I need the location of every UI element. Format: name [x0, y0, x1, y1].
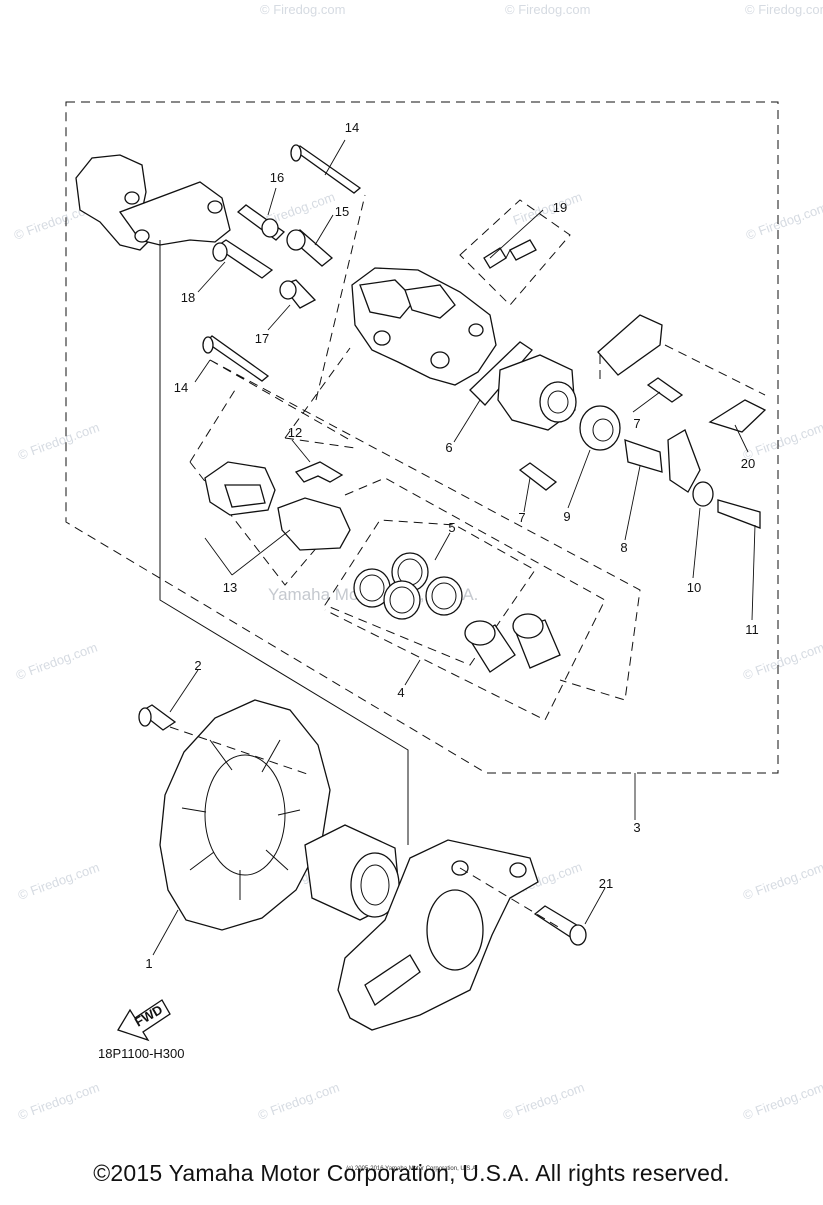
caliper-pin-16-part — [236, 204, 286, 241]
callout-7-lower: 7 — [518, 510, 525, 525]
watermark: © Firedog.com — [16, 1079, 101, 1122]
callout-19: 19 — [553, 200, 567, 215]
tiny-copyright-notice: (c) 2005-2016 Yamaha Motor Corporation, … — [346, 1166, 478, 1172]
bleed-screw-part — [483, 239, 537, 269]
spring-part — [624, 439, 663, 473]
piston-seal-part — [353, 552, 463, 620]
watermark: © Firedog.com — [14, 639, 99, 682]
caliper-support-part — [337, 839, 539, 1031]
watermark: © Firedog.com — [745, 2, 823, 17]
leader-lines — [152, 139, 756, 956]
callout-18: 18 — [181, 290, 195, 305]
watermark: © Firedog.com — [741, 1079, 823, 1122]
watermark: © Firedog.com — [16, 859, 101, 902]
callout-15: 15 — [335, 204, 349, 219]
stay-link-boundary — [599, 344, 766, 396]
callout-12: 12 — [288, 425, 302, 440]
bolt-11-part — [717, 499, 761, 529]
bolt-21-guide — [459, 867, 561, 929]
callout-4: 4 — [397, 685, 404, 700]
bolt-21-head — [569, 924, 587, 946]
callout-5: 5 — [448, 520, 455, 535]
watermark: © Firedog.com — [16, 419, 101, 462]
callout-10: 10 — [687, 580, 701, 595]
piston-part — [464, 613, 561, 673]
stay-plate-part — [597, 314, 663, 376]
caliper-pin-18-part — [212, 239, 274, 279]
pin-part-upper — [290, 144, 362, 194]
callout-3: 3 — [633, 820, 640, 835]
piston-group-boundary — [324, 477, 606, 721]
callout-14-lower: 14 — [174, 380, 188, 395]
caliper-pin-15-part — [286, 229, 334, 267]
callout-21: 21 — [599, 876, 613, 891]
bleed-screw-boundary — [459, 199, 571, 306]
callout-13: 13 — [223, 580, 237, 595]
watermark: Firedog.com — [511, 189, 584, 228]
callout-14-upper: 14 — [345, 120, 359, 135]
callout-9: 9 — [563, 509, 570, 524]
caliper-body-part — [351, 267, 497, 386]
hub-part — [304, 824, 401, 921]
callout-11: 11 — [745, 622, 759, 637]
boot-17-part — [279, 279, 317, 309]
callout-6: 6 — [445, 440, 452, 455]
watermark: © Firedog.com — [741, 639, 823, 682]
bolt-7-lower-part — [518, 462, 558, 491]
diagram-code: 18P1100-H300 — [98, 1046, 185, 1061]
callout-8: 8 — [620, 540, 627, 555]
brake-pad-part — [204, 461, 351, 551]
callout-7-upper: 7 — [633, 416, 640, 431]
pin-part-lower — [202, 335, 270, 382]
caliper-bracket-guide — [159, 240, 409, 845]
piston-seal-boundary — [324, 519, 536, 666]
pad-spring-part — [294, 461, 344, 483]
callout-1: 1 — [145, 956, 152, 971]
callout-16: 16 — [270, 170, 284, 185]
washer-part — [692, 481, 714, 507]
cap-part — [579, 405, 621, 451]
bolt-7-upper-part — [646, 377, 684, 403]
caliper-bracket-part — [75, 154, 231, 251]
watermark: © Firedog.com — [256, 1079, 341, 1122]
bracket-link-boundary — [209, 194, 641, 701]
watermark: © Firedog.com — [505, 2, 590, 17]
callout-20: 20 — [741, 456, 755, 471]
pad-group-boundary — [189, 347, 356, 586]
watermark: © Firedog.com — [501, 1079, 586, 1122]
callouts: 1 2 3 4 5 6 7 7 8 9 10 11 12 13 14 14 15… — [145, 120, 758, 971]
watermark: © Firedog.com — [260, 2, 345, 17]
watermark: © Firedog.com — [744, 199, 823, 242]
fwd-arrow-icon — [117, 999, 171, 1042]
callout-17: 17 — [255, 331, 269, 346]
master-cylinder-part — [469, 341, 577, 431]
bolt-2-head — [138, 707, 152, 727]
link-plate-part — [667, 429, 701, 493]
copyright-footer: ©2015 Yamaha Motor Corporation, U.S.A. A… — [93, 1160, 730, 1186]
spring-20-part — [708, 399, 767, 433]
caliper-assembly-boundary — [65, 101, 779, 774]
watermark: © Firedog.com — [741, 859, 823, 902]
brake-disc-part — [159, 699, 331, 931]
bolt-2-guide — [169, 726, 311, 776]
callout-2: 2 — [194, 658, 201, 673]
